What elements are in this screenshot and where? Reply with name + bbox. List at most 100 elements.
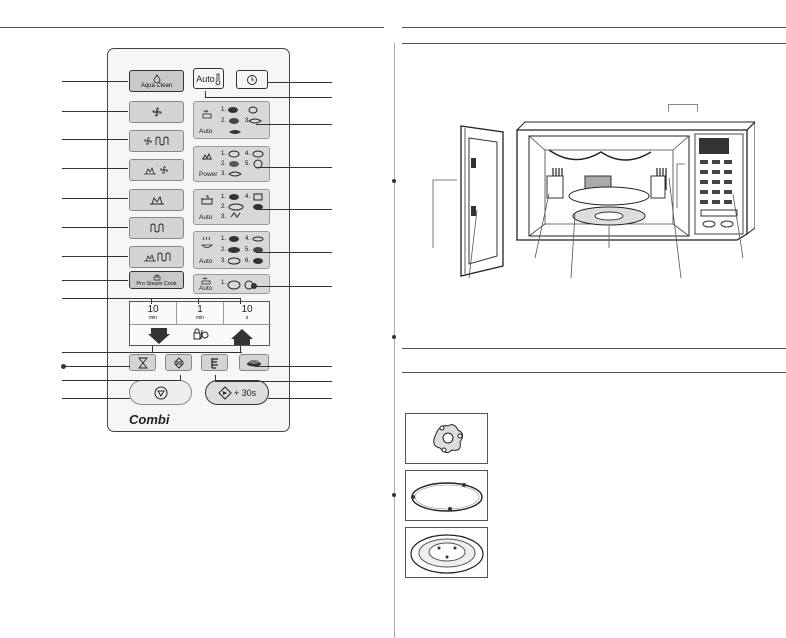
rotating-ring-image: [405, 470, 488, 521]
rotating-ring-icon: [411, 482, 483, 512]
ten-minutes-button[interactable]: 10 min: [130, 302, 176, 324]
food-icons: [227, 280, 257, 290]
steam-button[interactable]: [129, 189, 184, 211]
callout-line: [62, 256, 128, 257]
callout-line: [268, 82, 332, 83]
callout-line: [215, 381, 332, 382]
callout-line: [180, 375, 181, 381]
callout-line: [215, 375, 216, 381]
ten-seconds-button[interactable]: 10 s: [224, 302, 270, 324]
page-divider: [394, 43, 395, 638]
item-number: 2.: [221, 204, 227, 210]
droplet-icon: [153, 73, 160, 83]
callout-line: [268, 398, 332, 399]
dish-button[interactable]: [239, 354, 269, 371]
callout-line: [240, 346, 241, 352]
fan-button[interactable]: [129, 101, 184, 123]
auto-button[interactable]: Auto: [193, 68, 224, 89]
food-icons: [228, 236, 264, 265]
item-number: 1.: [221, 151, 227, 157]
power-steam-program-button[interactable]: Power 1. 2. 3. 4. 5.: [193, 146, 270, 182]
steam-grill-button[interactable]: [129, 246, 184, 268]
auto-cook-program-button[interactable]: Auto 1. 2. 3. 4.: [193, 189, 270, 225]
one-minute-button[interactable]: 1 min: [177, 302, 223, 324]
aqua-clean-button[interactable]: Aqua Clean: [129, 70, 184, 92]
item-number: 2.: [221, 161, 227, 167]
item-number: 3.: [221, 214, 227, 220]
timer-button[interactable]: [129, 354, 156, 371]
callout-line: [151, 298, 152, 304]
lock-clock-icon[interactable]: [193, 327, 209, 341]
grill-button[interactable]: [129, 217, 184, 239]
callout-line: [205, 91, 206, 97]
callout-line: [62, 111, 128, 112]
minute-unit: min: [148, 315, 158, 321]
pro-steam-cook-button[interactable]: Pro Steam Cook: [129, 271, 184, 289]
clock-icon: [247, 74, 257, 85]
start-icon: [218, 385, 232, 400]
arrow-down-icon[interactable]: [148, 328, 170, 344]
callout-line: [256, 124, 332, 125]
item-number: 1.: [221, 236, 227, 242]
item-number: 5.: [245, 247, 251, 253]
start-plus-30s-button[interactable]: + 30s: [205, 380, 269, 405]
callout-line: [62, 380, 180, 381]
descale-button[interactable]: [201, 354, 228, 371]
callout-bracket: [668, 104, 698, 112]
pro-steam-cook-label: Pro Steam Cook: [136, 280, 177, 287]
item-number: 5.: [245, 161, 251, 167]
second-unit: s: [245, 315, 249, 321]
steam-dish-icon: [201, 236, 213, 248]
callout-line: [62, 198, 128, 199]
auto-label: Auto: [199, 128, 213, 135]
left-header-rule: [0, 27, 384, 28]
item-number: 4.: [245, 236, 251, 242]
aqua-clean-label: Aqua Clean: [140, 82, 173, 89]
thermometer-icon: [215, 73, 221, 85]
fan-grill-button[interactable]: [129, 130, 184, 152]
item-number: 2.: [221, 118, 227, 124]
steam-pot-icon: [153, 274, 160, 280]
auto-label: Auto: [199, 214, 213, 221]
callout-line: [62, 81, 128, 82]
turntable-image: [405, 527, 488, 578]
binding-hole: [392, 179, 396, 183]
steam-fan-button[interactable]: [129, 159, 184, 181]
food-icons: [228, 150, 264, 177]
ten-seconds-value: 10: [241, 304, 253, 315]
callout-line: [256, 209, 332, 210]
keypad-divider: [130, 324, 271, 325]
fan-grill-icon: [143, 136, 168, 146]
hourglass-icon: [137, 357, 148, 368]
stop-button[interactable]: [129, 380, 192, 405]
pot-icon: [201, 195, 213, 205]
control-panel: Aqua Clean Pro Steam Cook Auto Auto 1. 2…: [107, 48, 290, 432]
arrow-up-icon[interactable]: [231, 329, 253, 345]
section-rule: [402, 348, 786, 349]
steam-grill-icon: [143, 252, 170, 262]
clock-button[interactable]: [236, 70, 268, 89]
callout-line: [256, 286, 332, 287]
callout-line: [62, 398, 130, 399]
up-down-button[interactable]: [165, 354, 192, 371]
callout-dot: [61, 364, 66, 369]
auto-reheat-program-button[interactable]: Auto 1.: [193, 274, 270, 294]
minute-unit: min: [195, 315, 205, 321]
auto-label: Auto: [199, 258, 213, 265]
item-number: 1.: [221, 280, 227, 286]
callout-line: [62, 280, 128, 281]
callout-line: [152, 346, 153, 352]
section-rule: [402, 43, 786, 44]
one-minute-value: 1: [197, 304, 203, 315]
callout-line: [62, 139, 128, 140]
auto-steam-program-button[interactable]: Auto 1. 2. 3.: [193, 101, 270, 139]
callout-line: [62, 227, 128, 228]
dish-icon: [247, 359, 261, 366]
time-keypad: 10 min 1 min 10 s: [129, 301, 271, 346]
descale-icon: [210, 357, 218, 369]
item-number: 6.: [245, 258, 251, 264]
item-number: 4.: [245, 194, 251, 200]
callout-line: [62, 366, 130, 367]
item-number: 3.: [245, 118, 251, 124]
auto-steam-cook-program-button[interactable]: Auto 1. 2. 3. 4. 5. 6.: [193, 231, 270, 269]
